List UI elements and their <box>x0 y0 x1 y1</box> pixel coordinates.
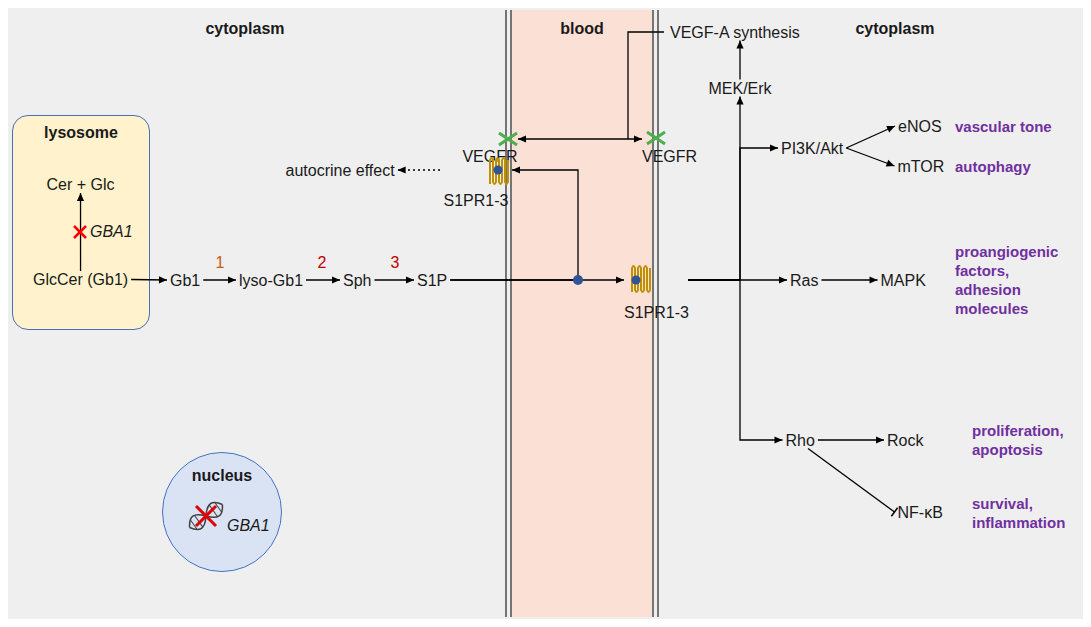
node-text: Gb1 <box>170 272 200 289</box>
node-text: VEGF-A synthesis <box>670 24 800 41</box>
pathway-arrow <box>846 126 895 148</box>
signaling-protein: MEK/Erk <box>706 80 775 97</box>
lysosome-compartment: lysosomeCer + GlcGlcCer (Gb1) <box>12 115 150 330</box>
blocked-mark <box>74 226 86 238</box>
pathway-arrow <box>739 41 740 80</box>
metabolite: Sph <box>340 272 374 289</box>
pathway-arrow <box>450 279 624 280</box>
pathway-arrow <box>306 279 340 280</box>
receptor: VEGFR <box>462 128 518 166</box>
node-text: Sph <box>343 272 371 289</box>
node-text: Rho <box>786 432 815 449</box>
cell-membrane <box>505 10 506 617</box>
node-text: lysosome <box>13 124 149 142</box>
node-text: nucleus <box>163 467 281 485</box>
pathway-arrow <box>518 138 642 139</box>
vegf-link-line <box>628 32 664 139</box>
metabolite: GlcCer (Gb1) <box>30 271 131 288</box>
pathway-arrow <box>688 148 778 280</box>
signaling-protein: MAPK <box>878 272 929 289</box>
pathway-arrow <box>688 280 783 440</box>
signaling-protein: PI3K/Akt <box>778 140 846 157</box>
node-text: GBA1 <box>227 517 270 535</box>
pathway-arrow <box>818 439 884 440</box>
inhibition-arrow <box>808 449 895 513</box>
signaling-protein: eNOS <box>895 118 945 135</box>
s1p-molecule <box>573 275 583 285</box>
node-text: Ras <box>790 272 818 289</box>
pathway-arrow <box>203 279 236 280</box>
receptor-symbol <box>632 266 650 292</box>
node-text: MEK/Erk <box>709 80 772 97</box>
process-label: VEGF-A synthesis <box>667 24 803 41</box>
node-text: Rock <box>887 432 923 449</box>
pathway-arrow <box>846 148 894 166</box>
pathway-arrow <box>688 97 740 281</box>
node-text: mTOR <box>898 158 945 175</box>
edge-label: 2 <box>312 253 332 272</box>
s1p-molecule <box>494 166 503 175</box>
effect-note: autophagy <box>955 157 1075 176</box>
node-text: NF-κB <box>898 504 943 521</box>
blocked-mark <box>196 506 216 526</box>
pathway-arrow <box>131 279 167 281</box>
node-text: Cer + Glc <box>47 176 115 193</box>
effect-note: proliferation, apoptosis <box>972 421 1082 459</box>
receptor: S1PR1-3 <box>624 258 688 322</box>
node-text: GlcCer (Gb1) <box>33 271 128 288</box>
effect-note: survival, inflammation <box>972 494 1082 532</box>
effect-note: proangiogenic factors, adhesion molecule… <box>955 242 1071 318</box>
compartment-heading: cytoplasm <box>195 19 295 38</box>
receptor-symbol <box>490 158 508 184</box>
node-text: VEGFR <box>462 148 518 166</box>
pathway-arrow <box>80 193 81 271</box>
signaling-protein: Rho <box>783 432 818 449</box>
nucleus-circle: nucleusGBA1 <box>162 452 282 572</box>
metabolite: S1P <box>414 272 450 289</box>
dotted-arrow <box>398 169 440 170</box>
effect-label: autocrine effect <box>283 162 398 179</box>
node-text: S1PR1-3 <box>624 304 688 322</box>
pathway-arrow <box>450 170 578 280</box>
node-text: eNOS <box>898 118 942 135</box>
signaling-protein: Rock <box>884 432 926 449</box>
metabolite: Cer + Glc <box>44 176 118 193</box>
node-text: S1PR1-3 <box>440 192 512 210</box>
node-text: blood <box>512 20 652 38</box>
vegfr-symbol <box>499 133 517 145</box>
signaling-protein: mTOR <box>895 158 948 175</box>
node-text: lyso-Gb1 <box>239 272 303 289</box>
compartment-heading: cytoplasm <box>845 19 945 38</box>
pathway-arrow <box>821 279 877 280</box>
signaling-protein: Ras <box>787 272 821 289</box>
node-text: MAPK <box>881 272 926 289</box>
pathway-arrow <box>688 279 787 280</box>
metabolite: Gb1 <box>167 272 203 289</box>
pathway-arrow <box>374 279 414 280</box>
node-text: autocrine effect <box>286 162 395 179</box>
receptor: VEGFR <box>642 128 694 166</box>
node-text: PI3K/Akt <box>781 140 843 157</box>
node-text: S1P <box>417 272 447 289</box>
dna-symbol <box>185 498 226 533</box>
edge-label: 3 <box>385 253 405 272</box>
vegfr-symbol <box>647 132 665 144</box>
signaling-protein: NF-κB <box>895 504 946 521</box>
edge-label: 1 <box>210 253 230 272</box>
s1p-molecule <box>632 276 641 285</box>
background-panel <box>8 8 1083 619</box>
connector-group <box>81 41 895 513</box>
node-text: VEGFR <box>642 148 694 166</box>
metabolite: lyso-Gb1 <box>236 272 306 289</box>
effect-note: vascular tone <box>955 117 1075 136</box>
